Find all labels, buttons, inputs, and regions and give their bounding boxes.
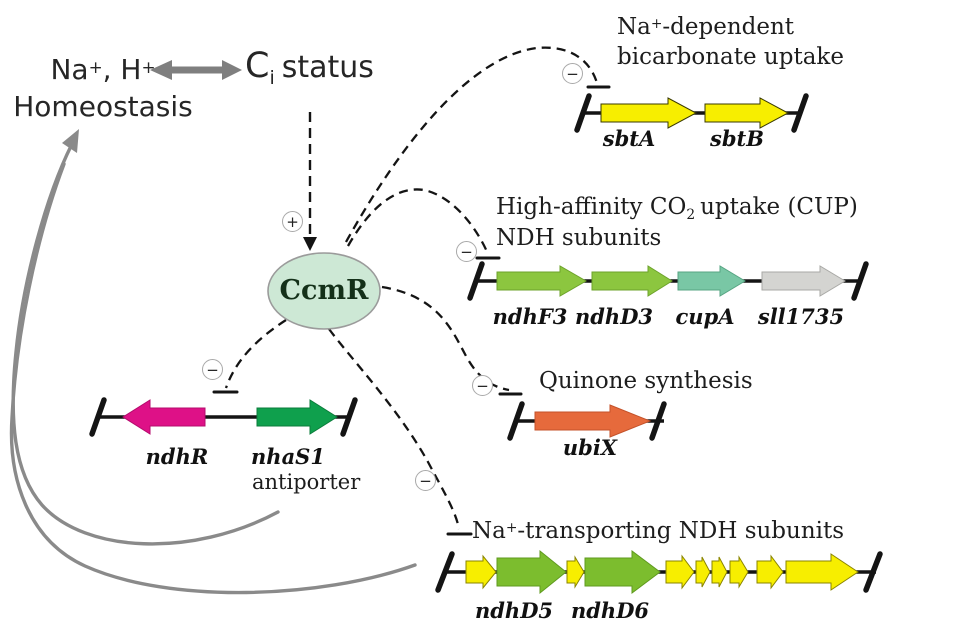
terminator [649,401,667,441]
sbt-title-line1: Na+-dependent [617,14,795,40]
gene-arrow-sbtA [600,97,698,129]
gene-arrow-small-4 [695,556,711,588]
inhibition-curve-nha [224,319,287,389]
gene-arrow-small-6 [729,555,749,589]
gene-arrow-small-1 [465,554,497,590]
terminator [507,401,525,441]
quinone-title: Quinone synthesis [539,368,753,394]
inhibition-curve-nat [328,328,461,530]
terminator [467,261,485,301]
nat-title: Na+-transporting NDH subunits [472,518,845,544]
terminator [435,551,455,593]
nat-operon [435,549,883,595]
nha-operon [89,397,358,437]
gene-arrow-small-7 [756,554,784,590]
gene-arrow-ubiX [534,404,652,438]
plus-sign: + [282,211,303,232]
inhibition-arc-sbt [344,46,599,243]
sbt-title-line2: bicarbonate uptake [617,44,844,70]
gene-label-ndhD3: ndhD3 [574,304,654,329]
terminator [340,397,358,437]
gene-label-sbtB: sbtB [710,126,764,151]
gene-arrow-small-3 [665,554,695,590]
terminator [863,551,883,593]
feedback-curve-nat-operon [9,162,417,595]
sbt-operon [574,93,809,133]
minus-sign-cup: − [456,241,477,262]
quinone-operon [507,401,667,441]
ccmr-ellipse [267,252,381,330]
minus-sign-quinone: − [472,375,493,396]
gene-label-nhaS1: nhaS1 [251,444,325,469]
feedback-curve-antiporter [11,142,280,546]
gene-label-ndhD6: ndhD6 [570,598,650,623]
gene-arrow-large-yellow [785,553,859,591]
gene-arrow-ndhD6 [584,550,661,594]
cup-operon [467,261,869,301]
gene-arrow-sll1735 [761,265,846,297]
cup-title-line2: NDH subunits [496,225,662,251]
gene-arrow-cupA [677,265,746,297]
gene-label-sbtA: sbtA [602,126,656,151]
gene-label-cupA: cupA [675,304,735,329]
homeostasis-line2: Homeostasis [13,89,193,123]
minus-sign-nha: − [202,359,223,380]
gene-arrow-nhaS1 [256,399,338,435]
gene-arrow-ndhR [122,399,206,435]
gene-arrow-ndhD5 [496,549,567,595]
terminator [574,93,592,133]
terminator [851,261,869,301]
feedback-arrowhead [62,129,79,153]
terminator [791,93,809,133]
terminator [89,397,107,437]
minus-sign-nat: − [415,470,436,491]
gene-arrow-sbtB [704,97,790,129]
homeostasis-line1: Na+, H+ [50,53,156,86]
homeostasis-label: Na+, H+ Homeostasis [0,52,206,126]
ccmr-label: CcmR [279,275,369,306]
gene-label-sll1735: sll1735 [757,304,845,329]
gene-label-ndhR: ndhR [145,444,209,469]
inhibition-tbars [212,85,611,536]
antiporter-label: antiporter [252,470,361,494]
gene-arrow-ndhD3 [591,265,673,297]
gene-label-ubiX: ubiX [562,435,618,460]
minus-sign-sbt: − [562,63,583,84]
inhibition-curve-quinone [381,285,510,392]
bidirectional-arrow [150,60,242,80]
feedback-curves [9,129,417,595]
activation-arrow [303,112,317,251]
gene-arrow-small-2 [566,555,585,589]
gene-arrow-small-5 [711,556,728,588]
gene-arrow-ndhF3 [496,265,588,297]
gene-label-ndhD5: ndhD5 [474,598,554,623]
inhibition-arc-cup [347,188,490,255]
inhibition-curves [224,46,599,530]
gene-label-ndhF3: ndhF3 [492,304,568,329]
